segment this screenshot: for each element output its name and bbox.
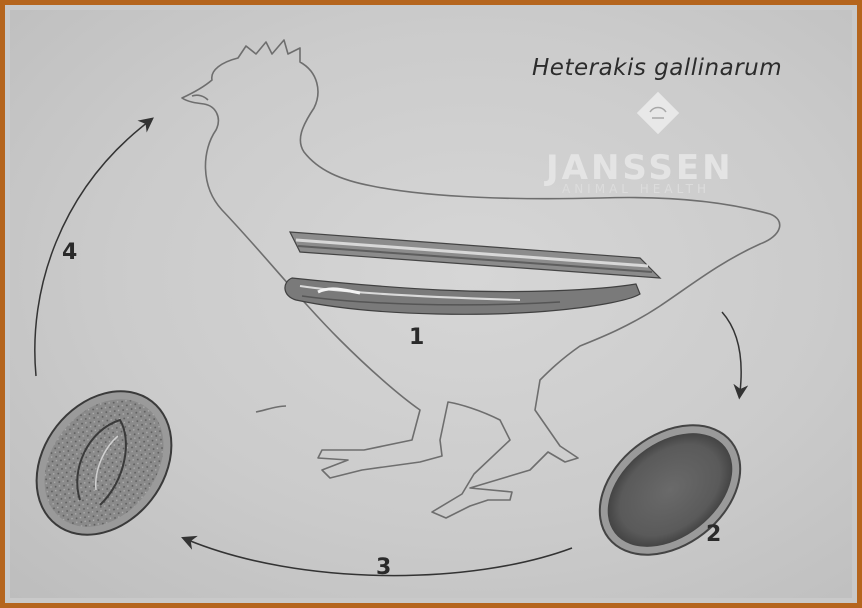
egg-unembryonated (575, 399, 766, 582)
arrow-step-3-to-4 (35, 122, 148, 376)
intestine-illustration (285, 232, 660, 314)
step-4-label: 4 (62, 240, 77, 265)
step-3-label: 3 (376, 555, 391, 580)
brand-subtitle: ANIMAL HEALTH (562, 182, 710, 196)
diagram-title: Heterakis gallinarum (532, 55, 782, 81)
janssen-diamond-logo-icon (637, 92, 679, 134)
egg-embryonated (9, 365, 200, 562)
arrow-step-1-to-2 (722, 312, 741, 392)
step-1-label: 1 (409, 325, 424, 350)
step-2-label: 2 (706, 522, 721, 547)
